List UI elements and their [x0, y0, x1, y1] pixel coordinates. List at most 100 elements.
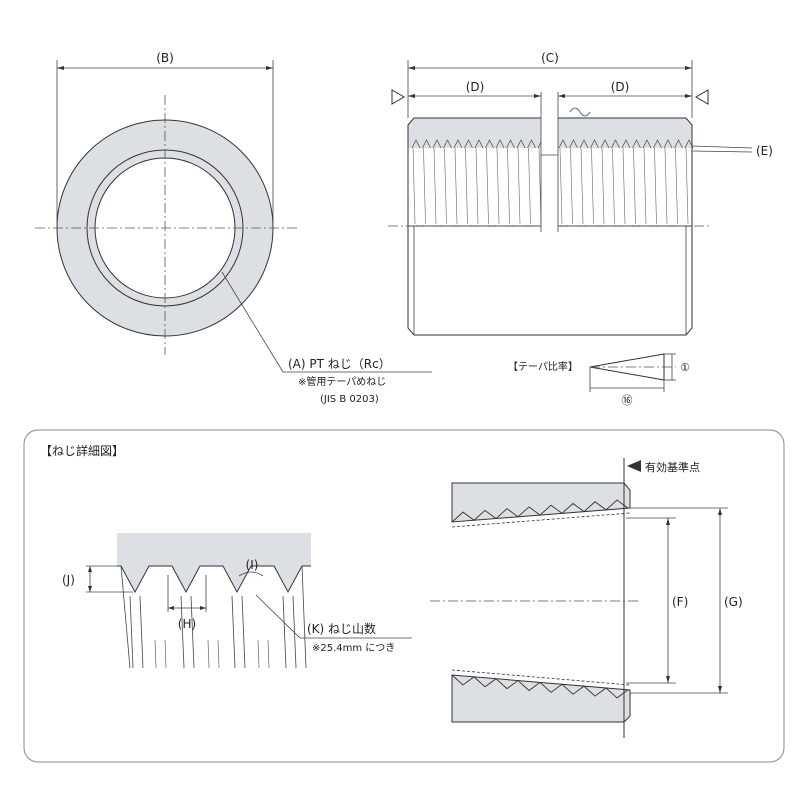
thread-crest: [653, 139, 662, 149]
dim-g-arrow-top: [718, 508, 722, 515]
dim-d-right-arrow-a: [558, 94, 565, 98]
taper-16-label: ⑯: [622, 394, 633, 407]
thread-line: [591, 147, 594, 225]
leader-a: [221, 271, 432, 373]
thread-crest: [663, 139, 673, 149]
label-a-title: (A) PT ねじ（Rc）: [288, 357, 391, 371]
thread-crest: [674, 139, 683, 149]
detail-frame: [23, 429, 785, 763]
dim-c-label: (C): [541, 51, 559, 65]
ref-triangle-right: [695, 89, 709, 105]
taper-title: 【テーパ比率】: [508, 360, 578, 373]
end-view: (B) (A) PT ねじ（Rc） ※管用テーパめねじ (JIS B 0203): [35, 51, 432, 405]
thread-line: [423, 147, 426, 225]
dim-c-arrow-left: [408, 66, 415, 70]
leader-k: [255, 594, 412, 639]
thread-crest: [432, 139, 442, 149]
thread-crest: [516, 139, 526, 149]
lower-wall: [451, 674, 631, 723]
label-j: (J): [62, 573, 75, 587]
upper-wall: [451, 482, 631, 523]
thread-line: [465, 147, 468, 225]
flank-line: [120, 565, 131, 669]
label-a-note2: (JIS B 0203): [320, 394, 379, 405]
dim-h-arrow-right: [200, 606, 206, 610]
dim-f-arrow-bot: [666, 676, 670, 683]
thread-line: [444, 147, 447, 225]
flank-line: [139, 595, 144, 669]
wave-symbol: [569, 107, 591, 117]
upper-thread-teeth: [451, 499, 629, 523]
thread-line: [675, 147, 678, 225]
thread-line: [570, 147, 573, 225]
label-k-title: (K) ねじ山数: [307, 621, 376, 636]
label-h: (H): [178, 617, 196, 631]
thread-line: [643, 147, 647, 225]
thread-line: [580, 147, 584, 225]
dim-d-right-arrow-b: [685, 94, 692, 98]
flank-line: [241, 595, 246, 669]
flank-line: [257, 639, 260, 669]
label-k-note: ※25.4mm につき: [312, 642, 395, 654]
thread-line: [601, 147, 605, 225]
side-view: (C) (D) (D) (E): [388, 51, 773, 336]
dim-b-arrow-right: [266, 66, 273, 70]
detail-title: 【ねじ詳細図】: [40, 443, 124, 458]
thread-crest: [642, 139, 652, 149]
taper-section-detail: 有効基準点 (F) (G): [430, 458, 743, 738]
thread-crest: [443, 139, 452, 149]
flank-line: [231, 595, 236, 669]
thread-crest: [684, 139, 694, 149]
dim-j-arrow-top: [88, 566, 92, 572]
thread-crest: [558, 139, 568, 149]
thread-line: [454, 147, 458, 225]
dim-d-left-arrow-b: [534, 94, 541, 98]
thread-crest: [506, 139, 515, 149]
thread-line: [507, 147, 510, 225]
body-outline: [407, 117, 693, 336]
flank-line: [282, 595, 287, 669]
thread-line: [559, 147, 563, 225]
taper-ratio: 【テーパ比率】 ① ⑯: [508, 353, 690, 407]
label-e: (E): [756, 144, 773, 158]
ref-point-label: 有効基準点: [645, 460, 700, 474]
flank-line: [129, 595, 134, 669]
thread-crest: [600, 139, 610, 149]
dim-d-left-arrow-a: [408, 94, 415, 98]
thread-line: [612, 147, 615, 225]
thread-crest: [632, 139, 641, 149]
flank-line: [164, 639, 167, 669]
thread-crest: [611, 139, 620, 149]
leader-e-1: [691, 145, 753, 149]
thread-line: [633, 147, 636, 225]
angle-i-arc: [238, 571, 264, 577]
dim-h-arrow-left: [168, 606, 174, 610]
thread-crest: [422, 139, 431, 149]
thread-crest: [464, 139, 473, 149]
dim-d-left-label: (D): [466, 80, 485, 94]
thread-line: [486, 147, 489, 225]
thread-line: [528, 147, 531, 225]
thread-crest: [590, 139, 599, 149]
lower-thread-teeth: [451, 674, 629, 699]
dim-d-right-label: (D): [611, 80, 630, 94]
thread-crest: [495, 139, 505, 149]
ref-point-marker: [627, 460, 641, 472]
flank-line: [207, 639, 210, 669]
ref-triangle-left: [391, 89, 405, 105]
section-teeth: [451, 499, 631, 699]
thread-line: [622, 147, 626, 225]
label-a-note1: ※管用テーパめねじ: [298, 375, 386, 388]
thread-profile-detail: (J) (H) (I) (K) ねじ山数 ※25.4mm につき: [62, 533, 412, 669]
thread-line: [433, 147, 437, 225]
thread-crest: [579, 139, 589, 149]
thread-line: [685, 147, 689, 225]
thread-crest: [569, 139, 578, 149]
taper-1-label: ①: [680, 361, 690, 374]
thread-crest: [474, 139, 484, 149]
flank-line: [217, 639, 220, 669]
leader-e-2: [691, 150, 753, 153]
break-gap: [541, 92, 558, 232]
profile-line: [117, 565, 311, 594]
thread-line: [517, 147, 521, 225]
